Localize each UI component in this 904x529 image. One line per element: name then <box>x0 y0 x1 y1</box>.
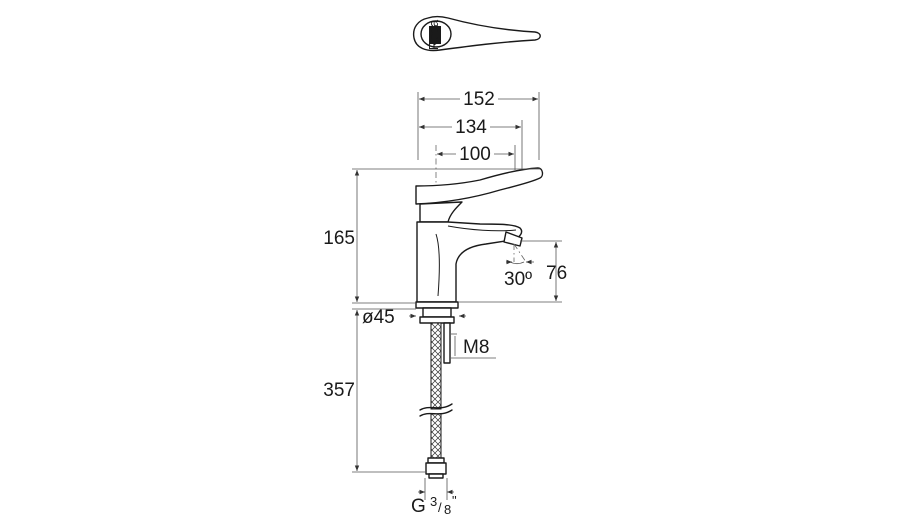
top-view-lever: Roca <box>412 15 541 52</box>
faucet-side-view <box>415 167 544 309</box>
thread-dimension: M8 <box>451 333 496 359</box>
hose-connection-dimension: G 3 / 8 " <box>411 478 457 517</box>
dim-hose-connection-num: 3 <box>430 494 437 509</box>
spout-angle-dimension: 30º <box>504 243 534 290</box>
mounting-hardware <box>419 307 455 479</box>
height-dimension: 165 <box>323 168 540 304</box>
dim-hose-connection-g: G <box>411 496 426 517</box>
logo-text: Roca <box>426 19 441 50</box>
dim-width-spout: 100 <box>459 144 491 165</box>
dim-stud-thread: M8 <box>463 337 489 358</box>
hose-length-dimension: 357 <box>323 308 426 473</box>
dim-spout-height: 76 <box>546 263 567 284</box>
dim-hose-connection-inch: " <box>452 493 457 508</box>
dim-body-diameter: ø45 <box>362 307 395 328</box>
dim-hose-connection-den: 8 <box>444 502 451 517</box>
width-dimensions: 152 134 100 <box>417 88 540 305</box>
dim-spout-angle: 30º <box>504 269 532 290</box>
dim-width-lever: 134 <box>455 117 487 138</box>
dim-hose-length: 357 <box>323 380 355 401</box>
dim-height-total: 165 <box>323 228 355 249</box>
dim-width-total: 152 <box>463 89 495 110</box>
diameter-dimension: ø45 <box>362 307 466 328</box>
roca-logo: Roca <box>426 19 441 50</box>
dim-hose-connection-slash: / <box>438 500 442 515</box>
spout-height-dimension: 76 <box>458 240 567 303</box>
